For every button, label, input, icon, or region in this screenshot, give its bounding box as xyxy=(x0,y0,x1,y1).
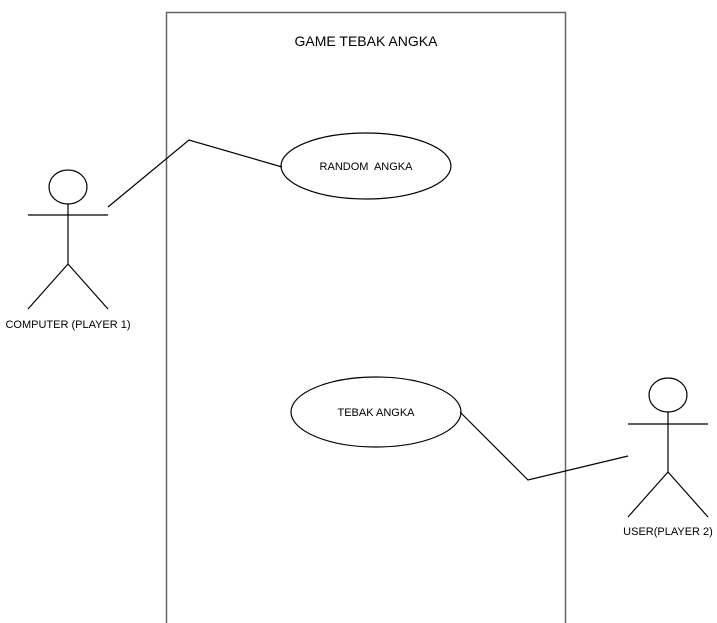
actor-user-right-leg xyxy=(667,471,709,518)
use-case-tebak-angka[interactable] xyxy=(290,376,462,448)
actor-computer-head xyxy=(48,169,88,205)
actor-user-left-leg xyxy=(627,471,669,518)
actor-user[interactable] xyxy=(627,377,709,518)
use-case-tebak-angka-label: TEBAK ANGKA xyxy=(337,407,415,419)
actor-computer[interactable] xyxy=(27,169,109,310)
use-case-random-angka[interactable] xyxy=(280,132,452,200)
system-title: GAME TEBAK ANGKA xyxy=(295,33,439,49)
actor-computer-label: COMPUTER (PLAYER 1) xyxy=(5,319,130,331)
association-computer-random[interactable] xyxy=(107,139,283,208)
use-case-random-angka-label: RANDOM ANGKA xyxy=(320,161,414,173)
actor-computer-left-leg xyxy=(27,263,69,310)
association-user-tebak[interactable] xyxy=(459,411,629,481)
actor-user-head xyxy=(648,377,688,413)
actor-user-label: USER(PLAYER 2) xyxy=(623,526,713,538)
system-boundary[interactable] xyxy=(165,11,567,623)
actor-computer-right-leg xyxy=(67,263,109,310)
